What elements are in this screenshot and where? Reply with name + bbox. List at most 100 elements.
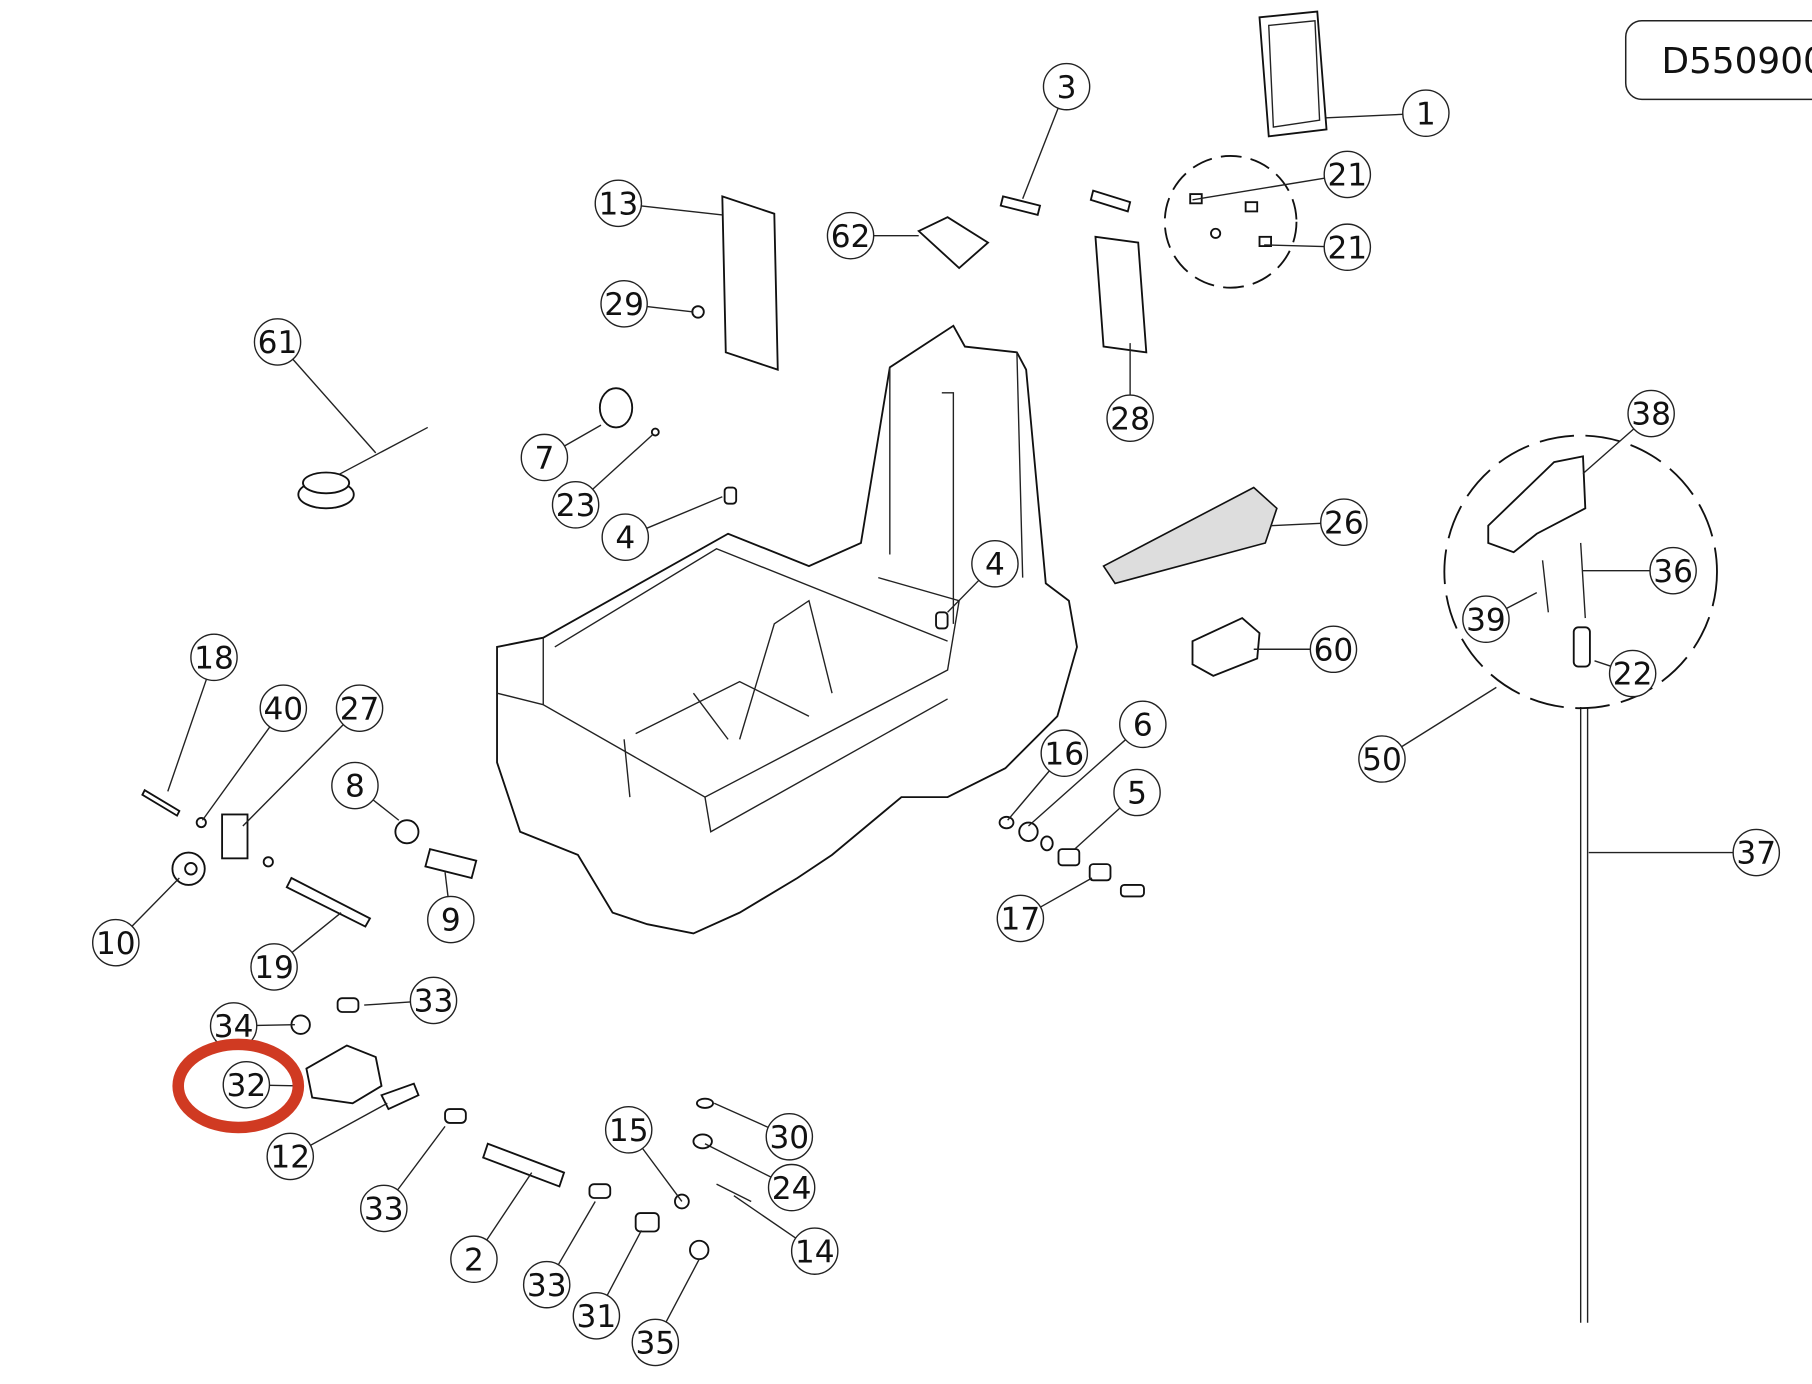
- callout-number: 37: [1736, 836, 1776, 872]
- callout-number: 3: [1057, 70, 1077, 106]
- callout-bubble: [1358, 735, 1406, 783]
- callout-number: 2: [464, 1242, 484, 1278]
- callout-number: 18: [194, 640, 234, 676]
- callout-number: 60: [1314, 632, 1354, 668]
- leader-line: [592, 433, 654, 490]
- callout-bubble: [826, 211, 875, 260]
- callout-bubble: [1627, 389, 1675, 438]
- callout-36: 36: [1582, 546, 1697, 595]
- callout-bubble: [996, 894, 1045, 943]
- callout-22: 22: [1594, 649, 1657, 698]
- leader-line: [131, 877, 180, 927]
- callout-27: 27: [242, 684, 384, 827]
- callout-8: 8: [331, 761, 400, 821]
- leader-line: [1074, 807, 1121, 850]
- callout-31: 31: [572, 1230, 643, 1340]
- callout-number: 35: [635, 1326, 675, 1362]
- callout-number: 6: [1133, 708, 1153, 744]
- leader-line: [201, 726, 271, 821]
- callout-number: 21: [1327, 158, 1367, 194]
- callout-15: 15: [604, 1106, 683, 1202]
- leader-line: [1027, 739, 1127, 827]
- callout-14: 14: [733, 1195, 839, 1275]
- callout-number: 39: [1466, 602, 1506, 638]
- leader-line: [397, 1125, 446, 1191]
- leader-line: [564, 424, 602, 447]
- chassis: [496, 324, 1078, 935]
- callout-5: 5: [1074, 768, 1161, 850]
- callout-bubble: [594, 179, 643, 228]
- leader-line: [665, 1258, 700, 1323]
- leader-line: [242, 724, 344, 827]
- callout-bubble: [409, 976, 458, 1025]
- leader-line: [310, 1102, 388, 1146]
- callout-number: 19: [254, 950, 294, 986]
- leader-line: [444, 872, 449, 897]
- callout-bubble: [1608, 649, 1657, 698]
- callout-26: 26: [1271, 498, 1368, 546]
- callout-32: 32: [222, 1060, 303, 1109]
- leader-line: [1271, 522, 1321, 527]
- leader-line: [1326, 113, 1403, 119]
- detail-circle-21: [1163, 155, 1298, 289]
- callout-61: 61: [253, 318, 377, 454]
- callout-number: 38: [1631, 397, 1671, 433]
- callout-bubble: [1323, 150, 1372, 199]
- callout-number: 15: [609, 1113, 649, 1149]
- leader-line: [372, 799, 400, 821]
- callout-19: 19: [250, 912, 342, 991]
- callout-bubble: [1462, 595, 1510, 644]
- callout-number: 40: [263, 691, 303, 727]
- callout-33: 33: [522, 1201, 596, 1309]
- part-26-mat: [1102, 486, 1278, 585]
- callout-bubble: [1309, 625, 1358, 674]
- callout-bubble: [253, 318, 302, 366]
- callout-number: 24: [772, 1171, 812, 1207]
- part-32-valve: [305, 1044, 383, 1105]
- leader-line: [1022, 107, 1059, 199]
- callout-number: 22: [1613, 657, 1653, 693]
- callout-1: 1: [1326, 89, 1450, 138]
- callout-33: 33: [364, 976, 458, 1025]
- leader-line: [1192, 177, 1325, 201]
- callout-bubble: [450, 1235, 498, 1284]
- callout-bubble: [767, 1163, 816, 1212]
- callout-10: 10: [92, 877, 180, 967]
- callout-number: 30: [769, 1120, 809, 1156]
- callout-bubble: [335, 684, 384, 732]
- callout-number: 14: [795, 1234, 835, 1270]
- callout-bubble: [1042, 62, 1091, 111]
- callout-number: 1: [1416, 96, 1436, 132]
- callout-13: 13: [594, 179, 723, 228]
- leader-line: [1582, 428, 1635, 475]
- leader-line: [256, 1024, 295, 1027]
- highlight-ring: [172, 1038, 305, 1134]
- callout-33: 33: [360, 1125, 446, 1233]
- leader-line: [364, 1001, 411, 1006]
- part-60-box: [1191, 616, 1261, 677]
- callout-bubble: [1113, 768, 1161, 817]
- leader-line: [733, 1195, 797, 1239]
- callout-bubble: [1732, 828, 1781, 877]
- callout-number: 27: [340, 691, 380, 727]
- callout-28: 28: [1106, 343, 1154, 443]
- callout-38: 38: [1582, 389, 1675, 475]
- callout-number: 12: [270, 1140, 310, 1176]
- leader-line: [713, 1102, 769, 1128]
- callout-number: 7: [534, 441, 554, 477]
- drawing-code-box: D550900: [1624, 20, 1812, 101]
- callout-23: 23: [551, 433, 654, 529]
- part-38-pedal: [1487, 455, 1587, 554]
- callout-30: 30: [713, 1102, 814, 1161]
- callout-bubble: [266, 1132, 315, 1181]
- callout-number: 13: [598, 186, 638, 222]
- callout-number: 61: [258, 325, 298, 361]
- callout-bubble: [1323, 223, 1372, 272]
- callout-number: 9: [441, 903, 461, 939]
- leader-line: [1007, 770, 1050, 821]
- detail-circle-50: [1443, 434, 1718, 710]
- callout-17: 17: [996, 877, 1093, 943]
- callout-number: 8: [345, 769, 365, 805]
- callout-bubble: [1402, 89, 1450, 138]
